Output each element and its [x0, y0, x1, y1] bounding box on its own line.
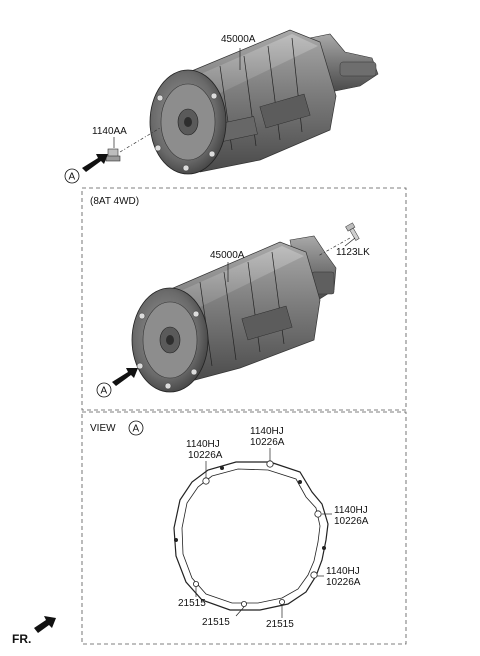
view-heading: VIEW [90, 423, 116, 434]
bolt [345, 222, 360, 241]
part-label-45000a: 45000A [221, 34, 256, 45]
transmission-assembly-top [149, 29, 379, 175]
bolt-leader-line [317, 237, 351, 257]
view-arrow-a-top: A [64, 154, 108, 184]
callout-sub: 10226A [188, 450, 223, 461]
callout-code: 1140HJ [326, 566, 360, 577]
pin-label: 21515 [202, 617, 230, 628]
view-marker-letter: A [69, 172, 76, 183]
callout-sub: 10226A [326, 577, 361, 588]
leader-line [344, 237, 356, 247]
variant-box [81, 187, 407, 411]
view-arrow-a-4wd: A [96, 368, 138, 398]
variant-heading: (8AT 4WD) [90, 196, 139, 207]
callout-sub: 10226A [250, 437, 285, 448]
view-marker-letter: A [133, 424, 140, 435]
callout-code: 1140HJ [250, 426, 284, 437]
callout-code: 1140HJ [186, 439, 220, 450]
view-marker-letter: A [101, 386, 108, 397]
part-label-1123lk: 1123LK [336, 247, 370, 258]
leader-line [235, 606, 245, 617]
front-direction-label: FR. [12, 632, 31, 646]
part-label-1140aa: 1140AA [92, 126, 127, 137]
callout-sub: 10226A [334, 516, 369, 527]
pin-label: 21515 [266, 619, 294, 630]
pin-label: 21515 [178, 598, 206, 609]
view-circle [128, 420, 144, 436]
gasket [173, 460, 329, 611]
transmission-assembly-4wd [131, 235, 337, 393]
view-box [81, 411, 407, 645]
callout-code: 1140HJ [334, 505, 368, 516]
drain-plug [105, 148, 121, 162]
front-direction-arrow [34, 616, 56, 633]
part-label-45000a-4wd: 45000A [210, 250, 245, 261]
